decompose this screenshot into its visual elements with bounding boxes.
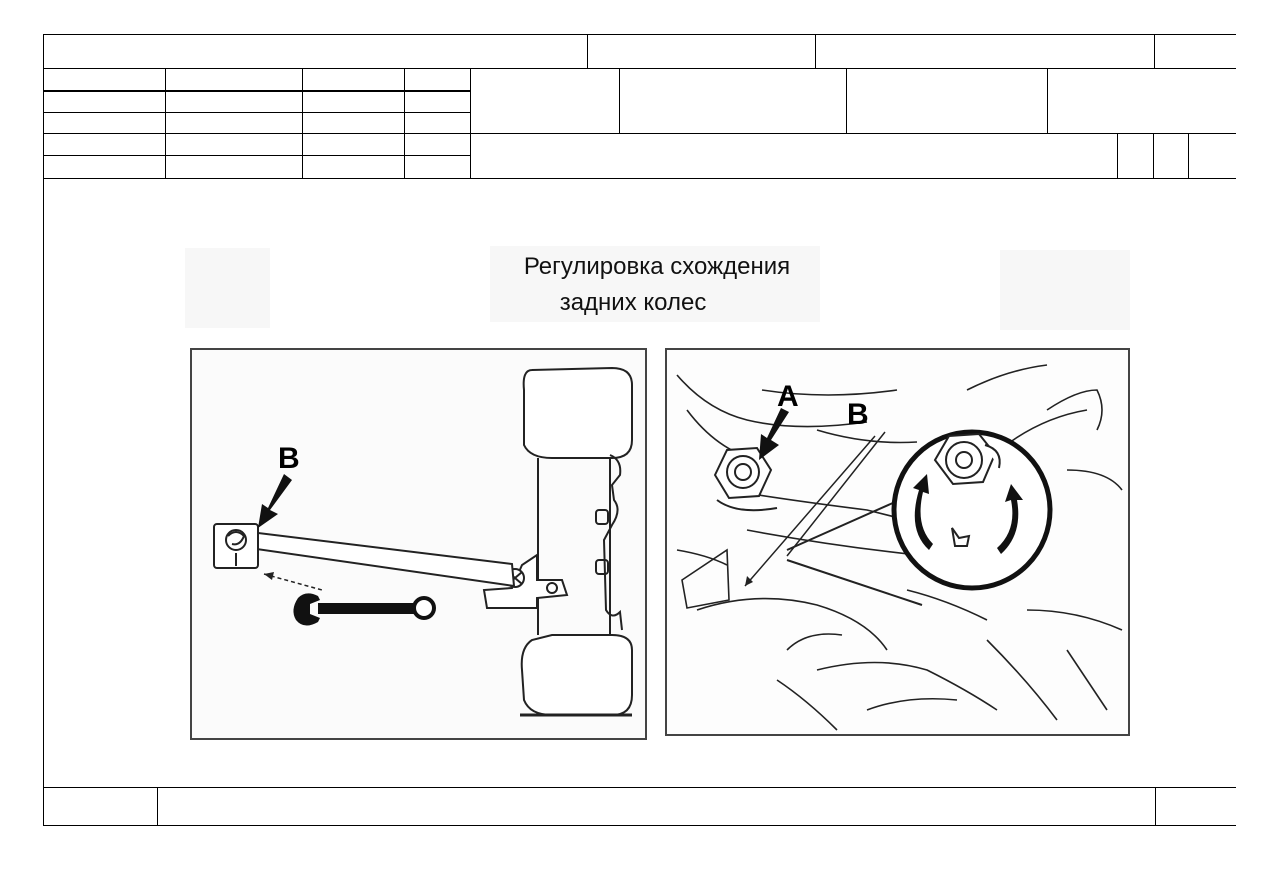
title-block-divider bbox=[1153, 133, 1154, 178]
revision-table-divider bbox=[470, 68, 471, 178]
hub-outline bbox=[602, 454, 623, 631]
arrow-a-icon bbox=[759, 408, 789, 460]
rear-axle-diagram: B bbox=[192, 350, 645, 738]
title-block-divider bbox=[1117, 133, 1118, 178]
revision-table-divider bbox=[404, 68, 405, 178]
rotate-right-icon bbox=[997, 484, 1023, 554]
revision-table-line bbox=[43, 112, 470, 113]
footer-divider bbox=[157, 787, 158, 826]
label-a: A bbox=[777, 380, 799, 413]
page-title-line-1: Регулировка схождения bbox=[523, 253, 791, 280]
revision-table-line bbox=[43, 155, 470, 156]
revision-table-line bbox=[43, 133, 1236, 134]
arrow-b-icon bbox=[258, 474, 292, 528]
label-b: B bbox=[278, 442, 300, 475]
revision-table-line bbox=[43, 90, 470, 92]
title-block-divider bbox=[1154, 34, 1155, 68]
direction-arrow-icon bbox=[263, 573, 323, 591]
bolt-a bbox=[713, 446, 778, 512]
title-background bbox=[490, 246, 820, 322]
label-b: B bbox=[847, 398, 869, 431]
footer-line bbox=[43, 787, 1236, 788]
wheel-upper bbox=[522, 366, 633, 459]
revision-table-divider bbox=[302, 68, 303, 178]
figure-right-panel: A B bbox=[665, 348, 1130, 736]
title-block-divider bbox=[815, 34, 816, 68]
adjusting-cam-bolt bbox=[225, 529, 247, 551]
title-background bbox=[1000, 250, 1130, 330]
title-block-line bbox=[43, 68, 1236, 69]
title-block-divider bbox=[1188, 133, 1189, 178]
title-block-divider bbox=[619, 68, 620, 133]
rotate-left-icon bbox=[913, 474, 933, 550]
magnified-bolt bbox=[933, 432, 1001, 547]
wheel-lower bbox=[520, 634, 633, 716]
title-block-divider bbox=[846, 68, 847, 133]
title-background bbox=[185, 248, 270, 328]
footer-divider bbox=[1155, 787, 1156, 826]
title-block-divider bbox=[1047, 68, 1048, 133]
leader-line bbox=[744, 431, 886, 587]
wrench-icon bbox=[293, 593, 436, 626]
page-title-line-2: задних колес bbox=[559, 289, 707, 316]
title-block-divider bbox=[587, 34, 588, 68]
magnified-view bbox=[891, 429, 1053, 591]
revision-table-line bbox=[43, 178, 1236, 179]
adjusting-cam-closeup: A B bbox=[667, 350, 1128, 734]
figure-left-panel: B bbox=[190, 348, 647, 740]
revision-table-divider bbox=[165, 68, 166, 178]
drawing-frame bbox=[43, 34, 1236, 826]
